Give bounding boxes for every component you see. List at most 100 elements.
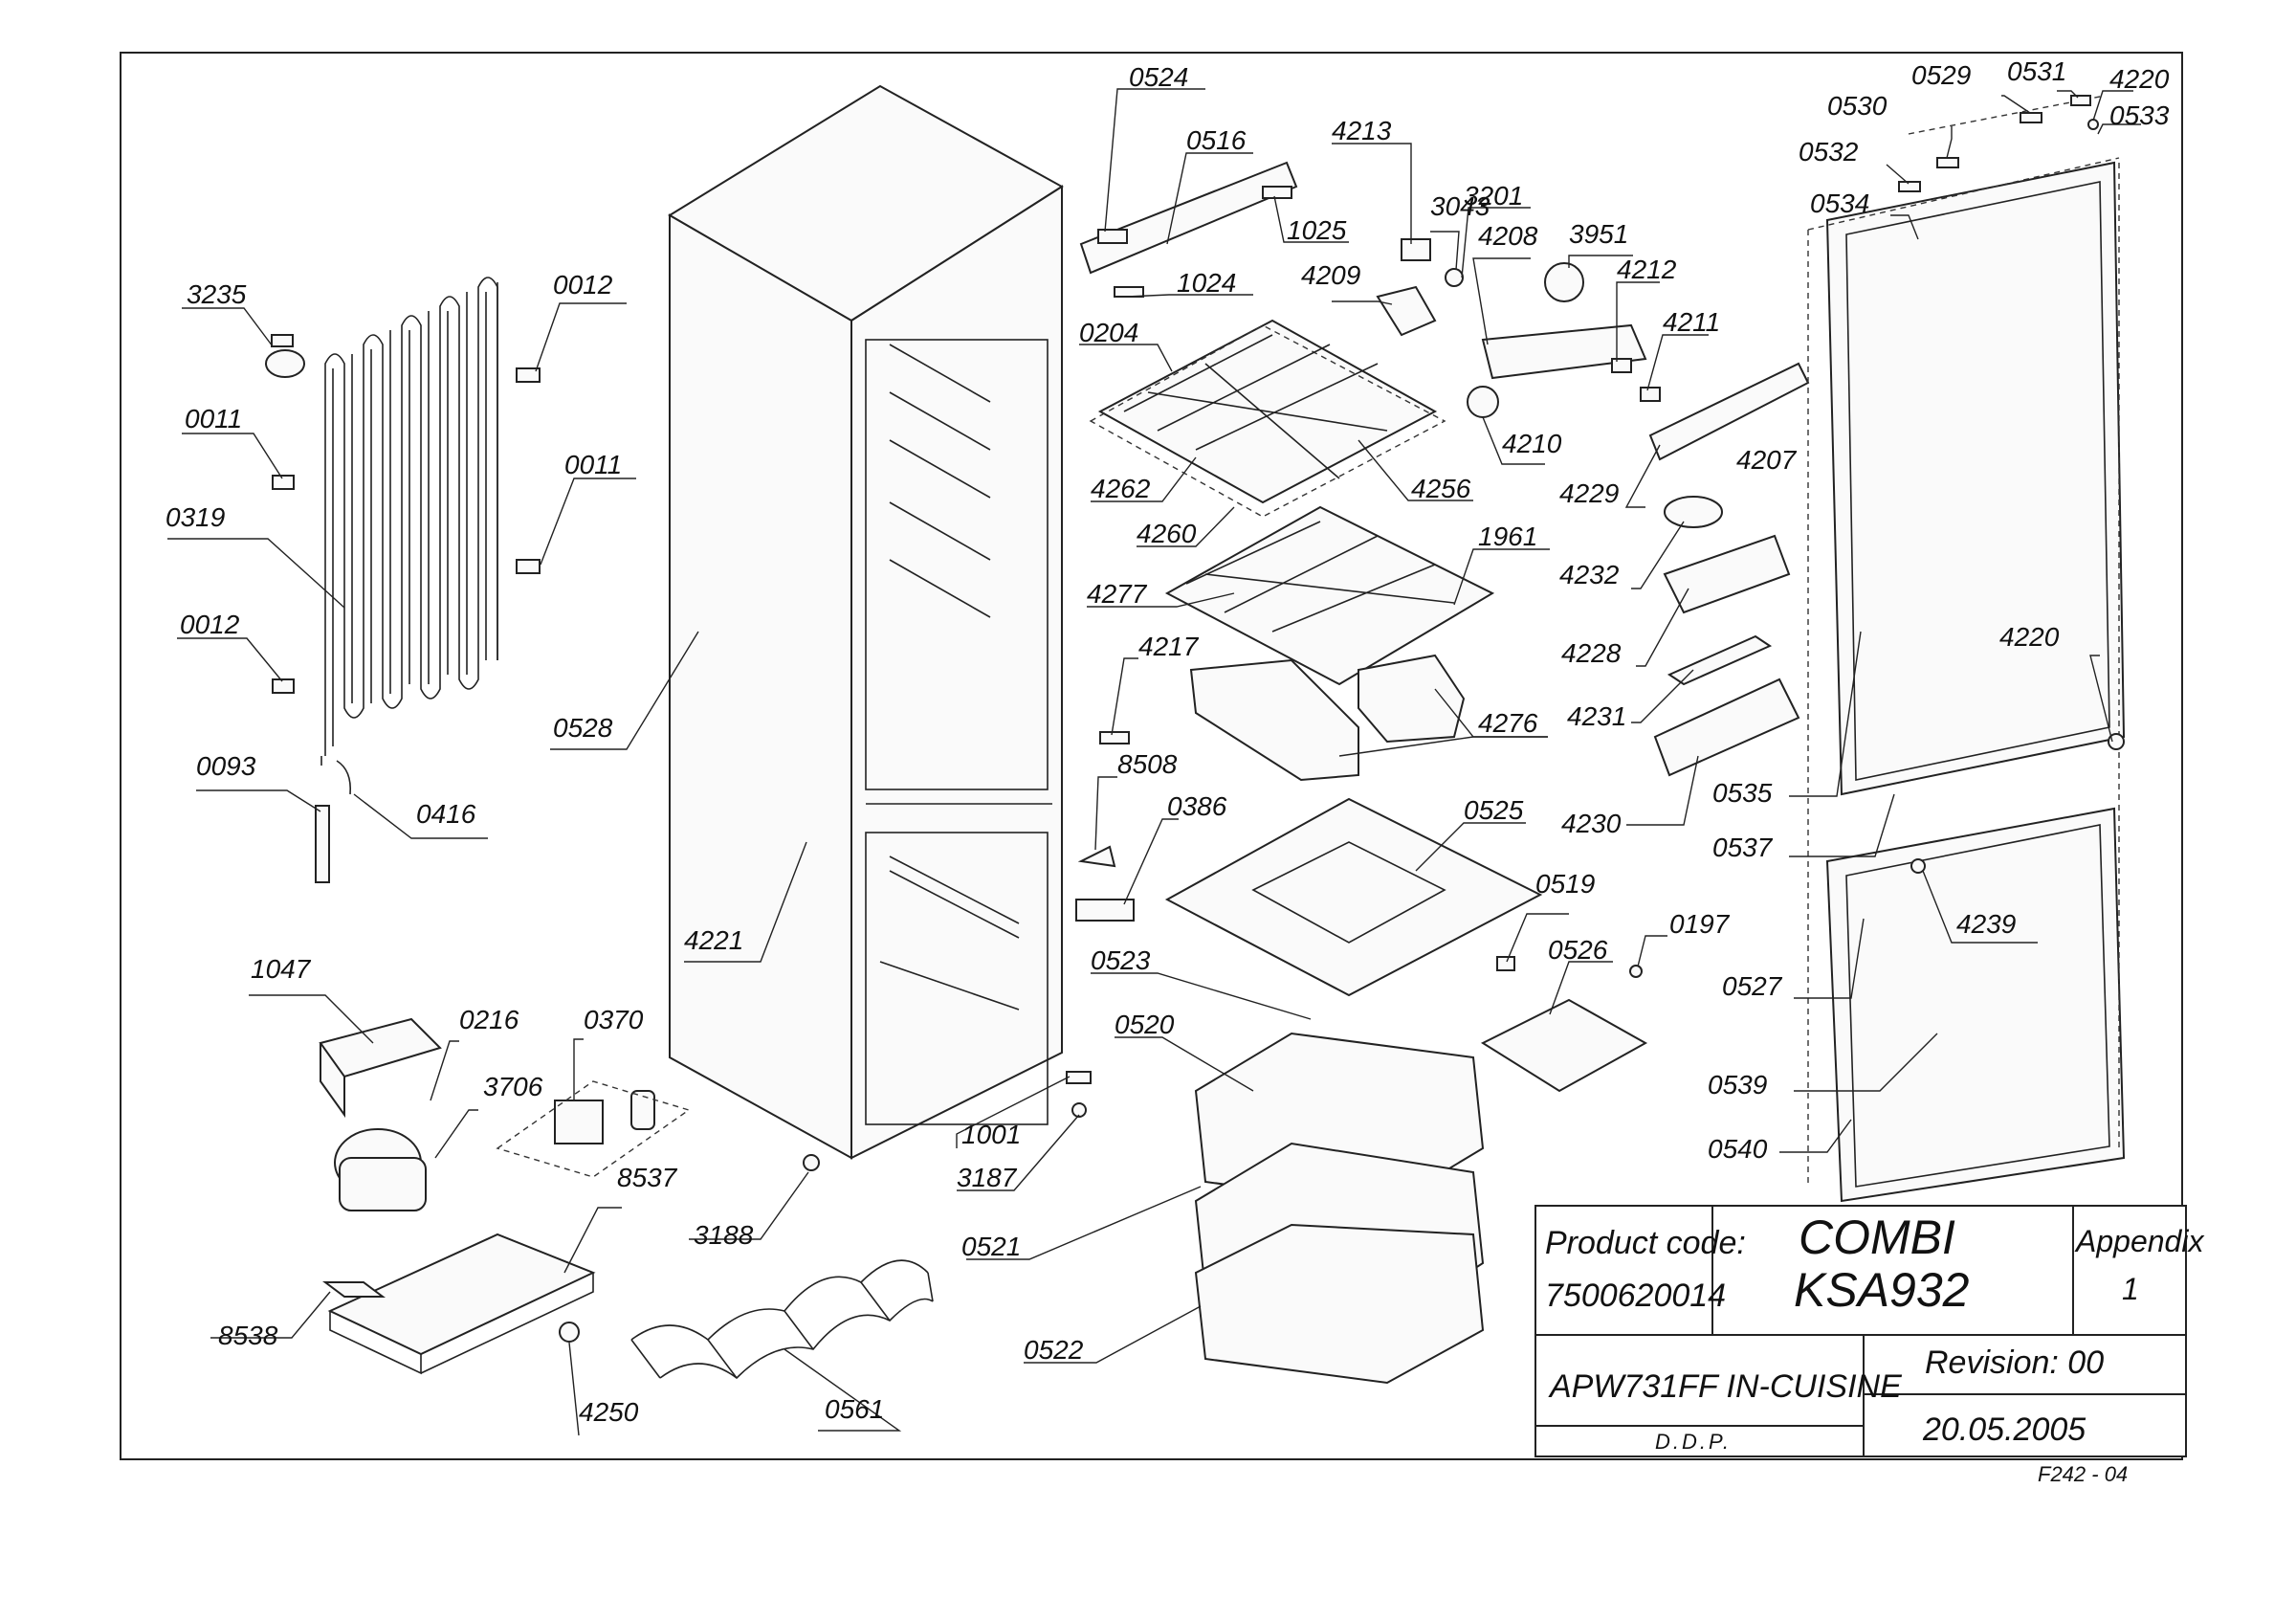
part-4220: [2108, 733, 2125, 750]
part-label: 8508: [1117, 749, 1178, 779]
part-label: 0520: [1115, 1010, 1175, 1039]
part-label: 1024: [1177, 268, 1236, 298]
part-0531: [2070, 95, 2091, 106]
door-bin-4230: [1653, 678, 1800, 777]
part-label: 4220: [2109, 64, 2170, 94]
bracket-0012: [516, 367, 541, 383]
part-label: 1001: [961, 1120, 1021, 1149]
part-label: 4260: [1137, 519, 1197, 548]
part-label: 0532: [1799, 137, 1859, 167]
part-label: 1961: [1478, 522, 1537, 551]
appendix-value: 1: [2122, 1272, 2139, 1306]
top-cover-0516: [1079, 161, 1298, 275]
part-label: 4230: [1561, 809, 1622, 838]
part-label: 4210: [1502, 429, 1562, 458]
part-label: 0519: [1535, 869, 1595, 899]
part-label: 4276: [1478, 708, 1538, 738]
part-label: 4221: [684, 925, 743, 955]
part-label: 0540: [1708, 1134, 1768, 1164]
appendix-label: Appendix: [2074, 1224, 2204, 1258]
part-label: 0535: [1712, 778, 1773, 808]
part-label: 0516: [1186, 125, 1247, 155]
part-0519: [1496, 956, 1515, 971]
part-label: 1047: [251, 954, 312, 984]
part-1001: [1066, 1071, 1092, 1084]
model-number: KSA932: [1794, 1263, 1970, 1317]
part-label: 0521: [961, 1232, 1021, 1261]
foot-3188: [803, 1154, 820, 1171]
part-labels: 0524 0516 1025 1024 0204 4262 4260 4256 …: [166, 56, 2170, 1427]
part-label: 0319: [166, 502, 225, 532]
bracket-0012: [271, 334, 294, 347]
part-label: 0011: [564, 450, 622, 479]
drawing-code: F242 - 04: [2038, 1462, 2128, 1486]
part-label: 4250: [579, 1397, 639, 1427]
drawing-frame: [120, 52, 2183, 1460]
cabinet-body: [668, 84, 1064, 1160]
freezer-shelf: [1164, 797, 1543, 997]
part-label: 3188: [694, 1220, 754, 1250]
drip-tray: [319, 1017, 442, 1119]
part-label: 4232: [1559, 560, 1620, 589]
door-bar-4231: [1667, 634, 1773, 686]
revision-date: 20.05.2005: [1922, 1411, 2086, 1448]
part-0386: [1075, 899, 1135, 922]
part-label: 0531: [2007, 56, 2066, 86]
filter-dryer: [315, 805, 330, 883]
part-label: 0012: [180, 610, 240, 639]
revision: Revision: 00: [1925, 1344, 2104, 1381]
knob-4210: [1467, 386, 1499, 418]
part-label: 0528: [553, 713, 613, 743]
ddp-label: D.D.P.: [1655, 1430, 1732, 1454]
part-label: 4231: [1567, 701, 1626, 731]
relay: [554, 1100, 604, 1144]
leader-lines: [167, 88, 2141, 1436]
part-label: 0533: [2109, 100, 2170, 130]
part-label: 0093: [196, 751, 256, 781]
part-4213: [1401, 238, 1431, 261]
part-label: 0529: [1911, 60, 1971, 90]
part-label: 0216: [459, 1005, 519, 1034]
part-label: 0370: [584, 1005, 644, 1034]
part-label: 0524: [1129, 62, 1188, 92]
part-1024: [1114, 286, 1144, 298]
lamp-cover-4208: [1481, 323, 1647, 380]
part-4220: [2087, 119, 2099, 130]
part-1025: [1262, 186, 1292, 199]
model-name: COMBI: [1799, 1211, 1955, 1264]
part-label: 3043: [1430, 191, 1490, 221]
egg-tray-4232: [1664, 496, 1723, 528]
parts-artwork: [265, 84, 2126, 1385]
tube-0416: [336, 760, 352, 795]
foot-4250: [559, 1322, 580, 1343]
crisper-4276: [1189, 658, 1359, 782]
part-label: 0416: [416, 799, 476, 829]
ice-tray: [1480, 998, 1648, 1093]
part-label: 4213: [1332, 116, 1392, 145]
cap-3235: [265, 349, 305, 378]
part-label: 0197: [1669, 909, 1731, 939]
part-label: 3235: [187, 279, 247, 309]
part-0530: [1936, 157, 1959, 168]
part-label: 0526: [1548, 935, 1608, 965]
part-label: 4229: [1559, 478, 1619, 508]
part-label: 0534: [1810, 189, 1869, 218]
part-label: 8538: [218, 1321, 278, 1350]
part-label: 0522: [1024, 1335, 1084, 1365]
part-label: 3706: [483, 1072, 543, 1101]
part-label: 4211: [1663, 307, 1720, 337]
part-4239: [1910, 858, 1926, 874]
bracket-0011: [516, 559, 541, 574]
part-0529: [2020, 112, 2042, 123]
product-code: 7500620014: [1545, 1278, 1726, 1314]
part-label: 4207: [1736, 445, 1798, 475]
part-label: 0523: [1091, 945, 1151, 975]
part-label: 4256: [1411, 474, 1471, 503]
fridge-door: [1825, 161, 2126, 796]
hinge-0524: [1097, 229, 1128, 244]
part-label: 0525: [1464, 795, 1524, 825]
part-0532: [1898, 181, 1921, 192]
part-label: 0012: [553, 270, 613, 300]
part-0197: [1629, 965, 1643, 978]
